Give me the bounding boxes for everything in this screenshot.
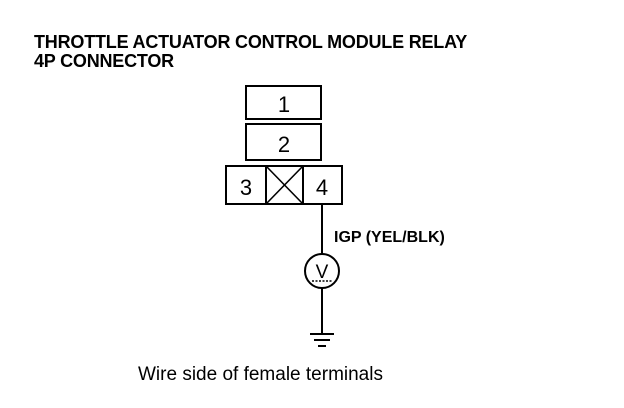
terminal-2: 2	[245, 123, 322, 161]
terminal-3: 3	[240, 166, 267, 204]
diagram-title: THROTTLE ACTUATOR CONTROL MODULE RELAY 4…	[34, 33, 467, 71]
title-line-1: THROTTLE ACTUATOR CONTROL MODULE RELAY	[34, 32, 468, 52]
terminal-4-label: 4	[316, 175, 328, 200]
connector-bottom-row	[225, 165, 343, 205]
voltmeter-icon: V	[304, 253, 340, 289]
diagram-caption: Wire side of female terminals	[138, 364, 383, 385]
terminal-1: 1	[245, 85, 322, 120]
title-line-2: 4P CONNECTOR	[34, 51, 174, 71]
voltmeter-symbol: V	[316, 262, 329, 283]
terminal-4: 4	[316, 175, 328, 200]
ground-icon	[310, 333, 334, 347]
terminal-1-label: 1	[278, 92, 290, 117]
terminal-3-label: 3	[240, 175, 252, 200]
empty-cavity-x-icon	[265, 165, 304, 205]
wire-label: IGP (YEL/BLK)	[334, 229, 445, 246]
terminal-2-label: 2	[278, 132, 290, 157]
